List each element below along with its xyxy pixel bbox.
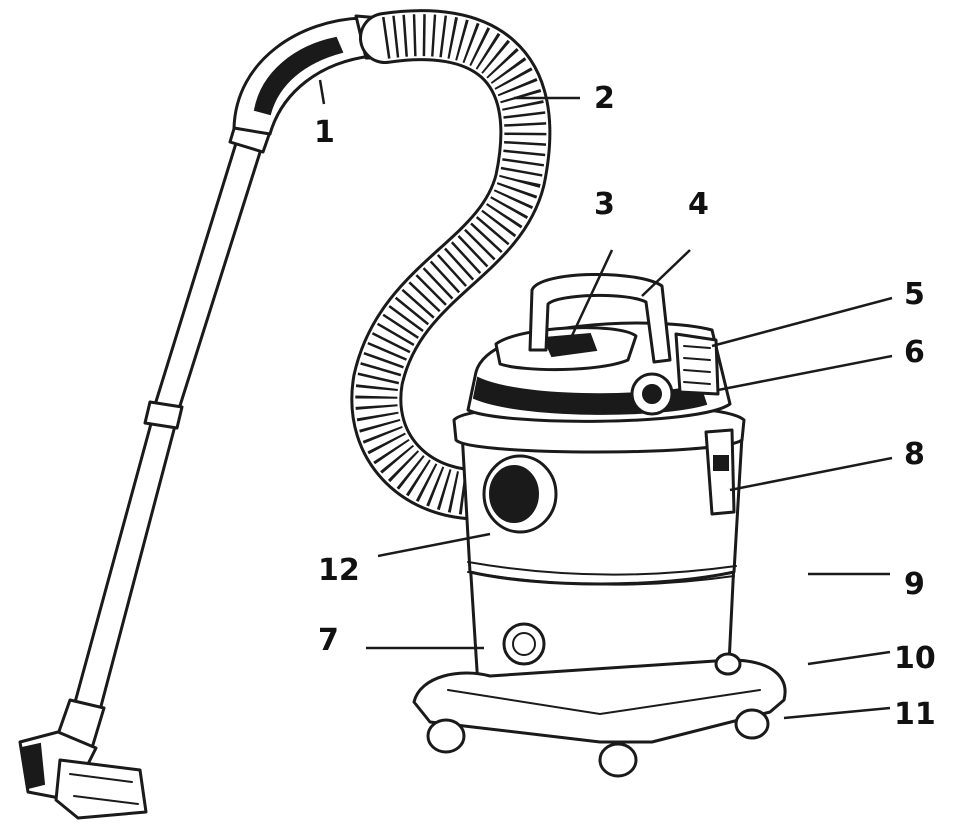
callout-9: 9	[904, 567, 925, 602]
callout-2: 2	[594, 81, 615, 116]
callout-5: 5	[904, 277, 925, 312]
callout-6: 6	[904, 335, 925, 370]
leader-5	[711, 296, 893, 348]
leader-12	[377, 532, 491, 558]
leader-6	[717, 354, 893, 392]
leader-11	[783, 706, 891, 720]
floor-nozzle	[18, 730, 148, 820]
flexible-hose	[350, 9, 552, 521]
caster-wheels	[426, 652, 770, 778]
caster-base	[412, 658, 787, 744]
leader-3	[568, 249, 614, 341]
leader-8	[729, 456, 893, 492]
extension-wand	[54, 120, 272, 750]
drain-plug	[502, 622, 546, 666]
callout-11: 11	[894, 697, 936, 732]
leader-1	[318, 79, 326, 105]
leader-4	[641, 249, 691, 297]
callout-3: 3	[594, 187, 615, 222]
leader-10	[807, 650, 891, 666]
callout-labels: 1 2 3 4 5 6 7 8 9 10 11 12	[314, 81, 936, 732]
lid-latch	[704, 428, 736, 516]
callout-10: 10	[894, 641, 936, 676]
callout-4: 4	[688, 187, 709, 222]
callout-1: 1	[314, 115, 335, 150]
motor-head	[452, 272, 746, 454]
callout-8: 8	[904, 437, 925, 472]
callout-7: 7	[318, 623, 339, 658]
leader-lines	[318, 79, 893, 720]
hose-inlet	[482, 454, 558, 534]
callout-12: 12	[318, 553, 360, 588]
